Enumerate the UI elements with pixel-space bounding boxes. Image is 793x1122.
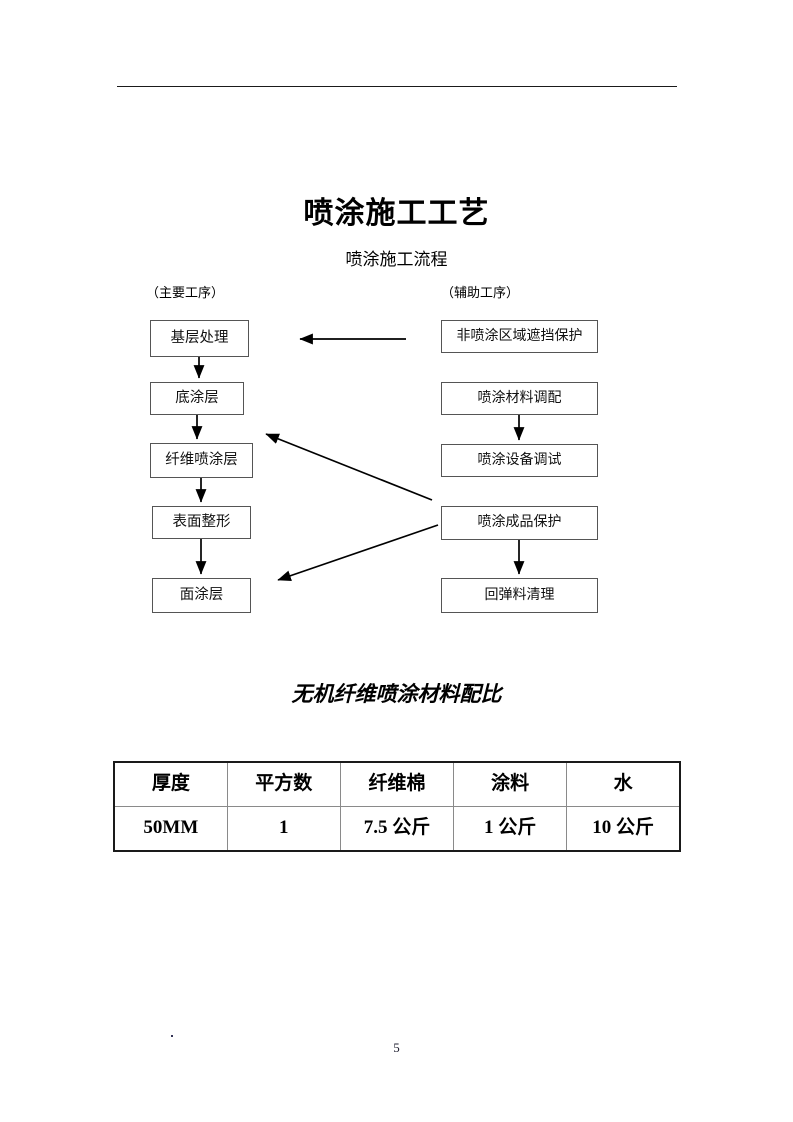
flow-node-aux-1: 非喷涂区域遮挡保护 [441,320,598,353]
flow-node-aux-4: 喷涂成品保护 [441,506,598,540]
table-cell: 1 公斤 [453,806,568,852]
arrow-aux-4-to-main-3 [265,433,433,501]
table-row: 50MM 1 7.5 公斤 1 公斤 10 公斤 [113,806,681,852]
table-cell: 7.5 公斤 [339,806,455,852]
table-header-cell: 厚度 [113,761,228,807]
flow-node-main-4: 表面整形 [152,506,251,539]
table-header-cell: 水 [566,761,681,807]
flow-node-main-3: 纤维喷涂层 [150,443,253,478]
flow-node-aux-2: 喷涂材料调配 [441,382,598,415]
table-cell: 50MM [113,806,228,852]
table-header-cell: 纤维棉 [339,761,455,807]
table-cell: 10 公斤 [566,806,681,852]
table-header-cell: 涂料 [453,761,568,807]
flow-node-main-1: 基层处理 [150,320,249,357]
page-title: 喷涂施工工艺 [303,197,490,230]
header-rule [117,86,677,87]
flow-node-main-2: 底涂层 [150,382,244,415]
flow-node-aux-3: 喷涂设备调试 [441,444,598,477]
flow-node-aux-5: 回弹料清理 [441,578,598,613]
material-ratio-heading: 无机纤维喷涂材料配比 [291,682,502,706]
arrow-aux-4-to-main-5 [277,524,439,581]
table-header-cell: 平方数 [226,761,341,807]
auxiliary-process-caption: （辅助工序） [441,285,520,300]
footer-mark [171,1035,173,1037]
flow-node-main-5: 面涂层 [152,578,251,613]
material-ratio-table: 厚度 平方数 纤维棉 涂料 水 50MM 1 7.5 公斤 1 公斤 10 公斤 [113,761,681,852]
table-header-row: 厚度 平方数 纤维棉 涂料 水 [113,761,681,807]
page-subtitle: 喷涂施工流程 [345,250,448,269]
table-cell: 1 [226,806,341,852]
main-process-caption: （主要工序） [146,285,225,300]
page-number: 5 [393,1040,400,1055]
